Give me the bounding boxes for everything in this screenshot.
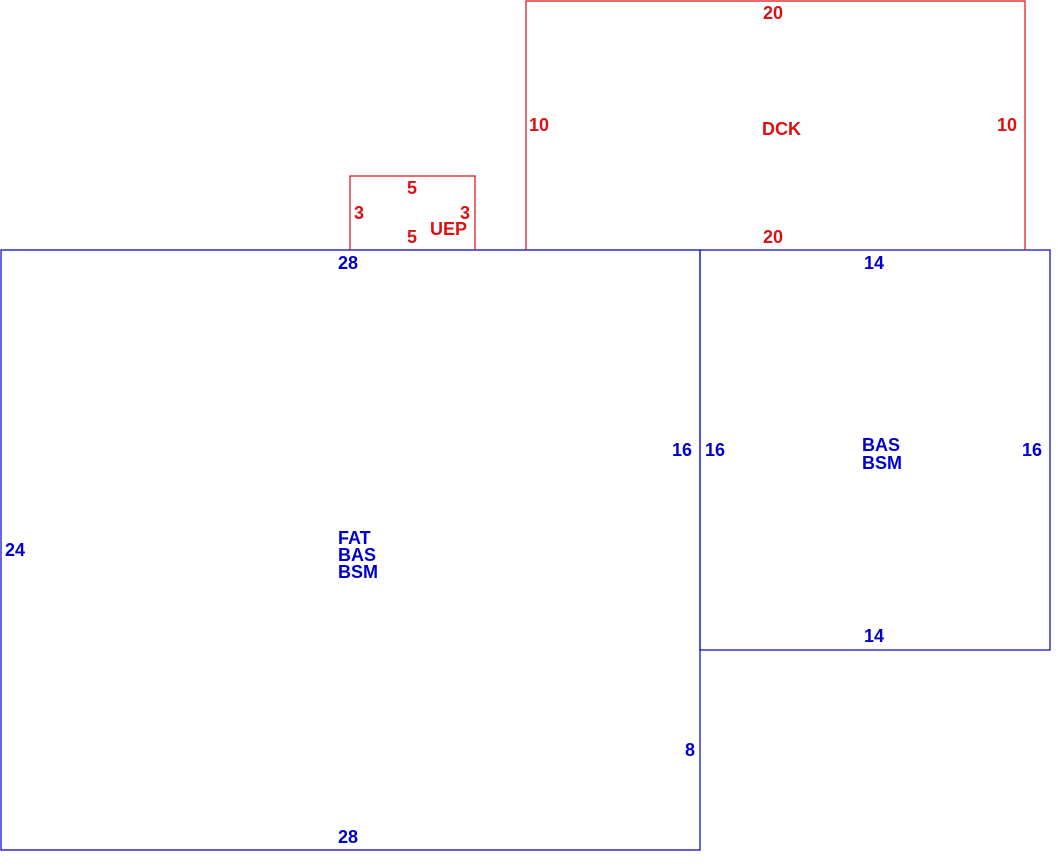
main-area-code-2: BAS	[338, 545, 376, 565]
porch-outline	[349, 175, 476, 250]
main-top-dimension: 28	[338, 253, 358, 273]
main-right-upper-dimension: 16	[672, 440, 692, 460]
porch-right-dimension: 3	[460, 203, 470, 223]
main-right-lower-dimension: 8	[685, 740, 695, 760]
main-bottom-dimension: 28	[338, 827, 358, 847]
porch-bottom-dimension: 5	[407, 227, 417, 247]
main-area-code-1: FAT	[338, 528, 371, 548]
deck-outline	[525, 0, 1026, 250]
main-area-outline	[0, 249, 701, 851]
porch-area-code: UEP	[430, 219, 467, 239]
annex-area-code-2: BSM	[862, 453, 902, 473]
annex-area-code-1: BAS	[862, 435, 900, 455]
deck-area-code: DCK	[762, 119, 801, 139]
main-area-code-3: BSM	[338, 562, 378, 582]
deck-right-dimension: 10	[997, 115, 1017, 135]
annex-top-dimension: 14	[864, 253, 884, 273]
porch-left-dimension: 3	[354, 203, 364, 223]
deck-top-dimension: 20	[763, 3, 783, 23]
annex-area-outline	[699, 249, 1051, 651]
porch-top-dimension: 5	[407, 178, 417, 198]
annex-right-dimension: 16	[1022, 440, 1042, 460]
deck-bottom-dimension: 20	[763, 227, 783, 247]
main-left-dimension: 24	[5, 540, 25, 560]
deck-left-dimension: 10	[529, 115, 549, 135]
annex-bottom-dimension: 14	[864, 626, 884, 646]
annex-left-dimension: 16	[705, 440, 725, 460]
